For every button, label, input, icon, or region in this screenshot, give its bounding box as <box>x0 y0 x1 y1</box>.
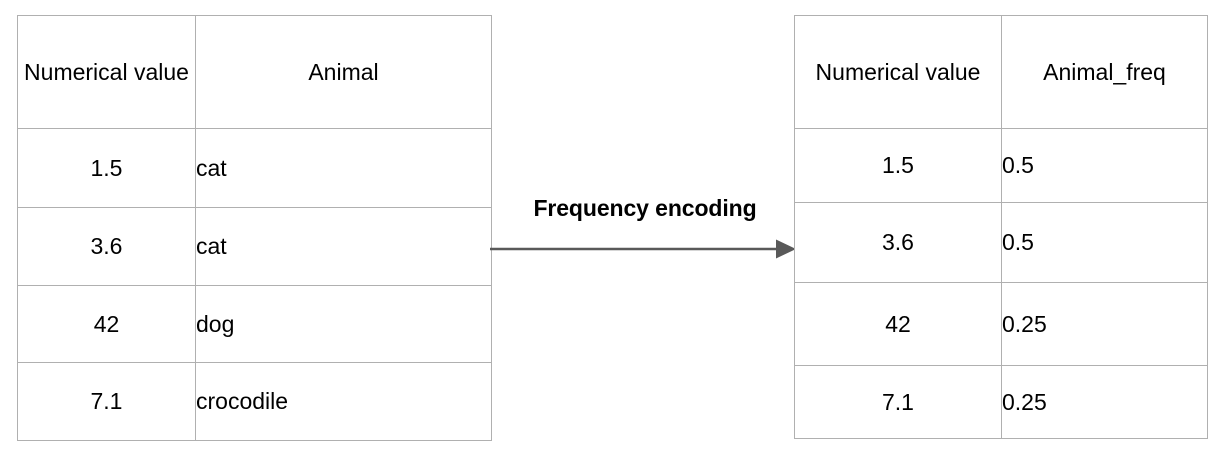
table-row: 42 dog <box>17 285 492 363</box>
source-cell-animal: cat <box>195 207 492 286</box>
source-cell-numerical-value: 3.6 <box>17 207 196 286</box>
encoded-cell-numerical-value: 7.1 <box>794 365 1002 439</box>
source-cell-numerical-value: 42 <box>17 285 196 363</box>
source-cell-animal: cat <box>195 128 492 208</box>
encoded-cell-numerical-value: 42 <box>794 282 1002 366</box>
encoded-column-header-animal-freq: Animal_freq <box>1001 15 1208 129</box>
source-cell-animal: crocodile <box>195 362 492 441</box>
encoded-cell-animal-freq: 0.25 <box>1001 365 1208 439</box>
table-row: 3.6 0.5 <box>794 202 1208 283</box>
encoded-cell-numerical-value: 3.6 <box>794 202 1002 283</box>
encoded-cell-animal-freq: 0.25 <box>1001 282 1208 366</box>
source-column-header-animal: Animal <box>195 15 492 129</box>
encoded-table: Numerical value Animal_freq 1.5 0.5 3.6 … <box>794 15 1208 439</box>
table-row: 7.1 0.25 <box>794 365 1208 439</box>
encoded-column-header-numerical-value: Numerical value <box>794 15 1002 129</box>
table-row: 3.6 cat <box>17 207 492 286</box>
transform-label: Frequency encoding <box>533 195 757 221</box>
table-row: 7.1 crocodile <box>17 362 492 441</box>
table-row: 1.5 cat <box>17 128 492 208</box>
table-row: 1.5 0.5 <box>794 128 1208 203</box>
rightwards-arrow-icon <box>490 239 796 259</box>
encoded-table-header-row: Numerical value Animal_freq <box>794 15 1208 129</box>
encoded-cell-numerical-value: 1.5 <box>794 128 1002 203</box>
source-table-header-row: Numerical value Animal <box>17 15 492 129</box>
source-cell-numerical-value: 1.5 <box>17 128 196 208</box>
source-cell-numerical-value: 7.1 <box>17 362 196 441</box>
table-row: 42 0.25 <box>794 282 1208 366</box>
source-cell-animal: dog <box>195 285 492 363</box>
encoded-cell-animal-freq: 0.5 <box>1001 202 1208 283</box>
source-table: Numerical value Animal 1.5 cat 3.6 cat 4… <box>17 15 492 441</box>
source-column-header-numerical-value: Numerical value <box>17 15 196 129</box>
encoded-cell-animal-freq: 0.5 <box>1001 128 1208 203</box>
